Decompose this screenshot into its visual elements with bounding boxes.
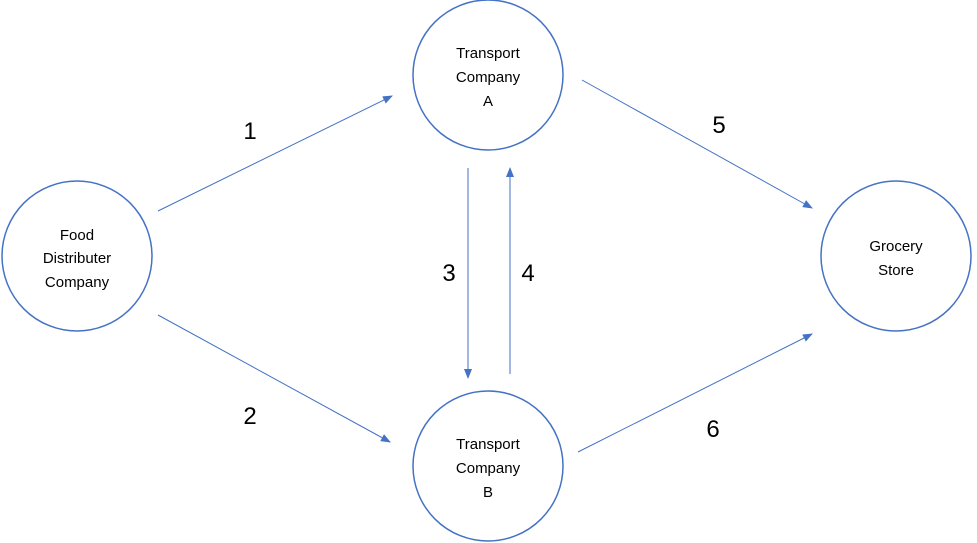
- node-circle: [820, 180, 972, 332]
- node-label-line: Company: [45, 274, 110, 291]
- edge-1: 1: [157, 95, 393, 212]
- arrow-line: [577, 333, 813, 453]
- node-label-line: Company: [456, 460, 521, 477]
- arrow-line: [581, 79, 813, 209]
- edge-label: 3: [442, 260, 455, 287]
- node-circle: [1, 180, 153, 332]
- edge-label: 6: [706, 416, 719, 443]
- edge-label: 2: [243, 403, 256, 430]
- node-label-line: Store: [878, 262, 914, 279]
- edge-5: 5: [581, 79, 813, 209]
- edge-4: 4: [506, 167, 535, 374]
- edge-6: 6: [577, 333, 813, 453]
- node-transport-company-a: Transport Company A: [412, 0, 564, 151]
- node-circle: [412, 390, 564, 542]
- node-label-line: Distributer: [43, 250, 111, 267]
- node-label-line: Food: [60, 227, 94, 244]
- edge-2: 2: [157, 314, 391, 443]
- edge-label: 5: [712, 112, 725, 139]
- node-label-line: Grocery: [869, 238, 923, 255]
- node-circle: [412, 0, 564, 151]
- node-label-line: Transport: [456, 436, 520, 453]
- node-label-line: Company: [456, 69, 521, 86]
- node-label-line: B: [483, 484, 493, 501]
- node-grocery-store: Grocery Store: [820, 180, 972, 332]
- node-label-line: Transport: [456, 45, 520, 62]
- arrow-line: [157, 95, 393, 212]
- edge-3: 3: [442, 168, 472, 379]
- node-transport-company-b: Transport Company B: [412, 390, 564, 542]
- edge-label: 4: [521, 260, 534, 287]
- edge-label: 1: [243, 118, 256, 145]
- node-food-distributer-company: Food Distributer Company: [1, 180, 153, 332]
- arrow-line: [157, 314, 391, 443]
- node-label-line: A: [483, 93, 493, 110]
